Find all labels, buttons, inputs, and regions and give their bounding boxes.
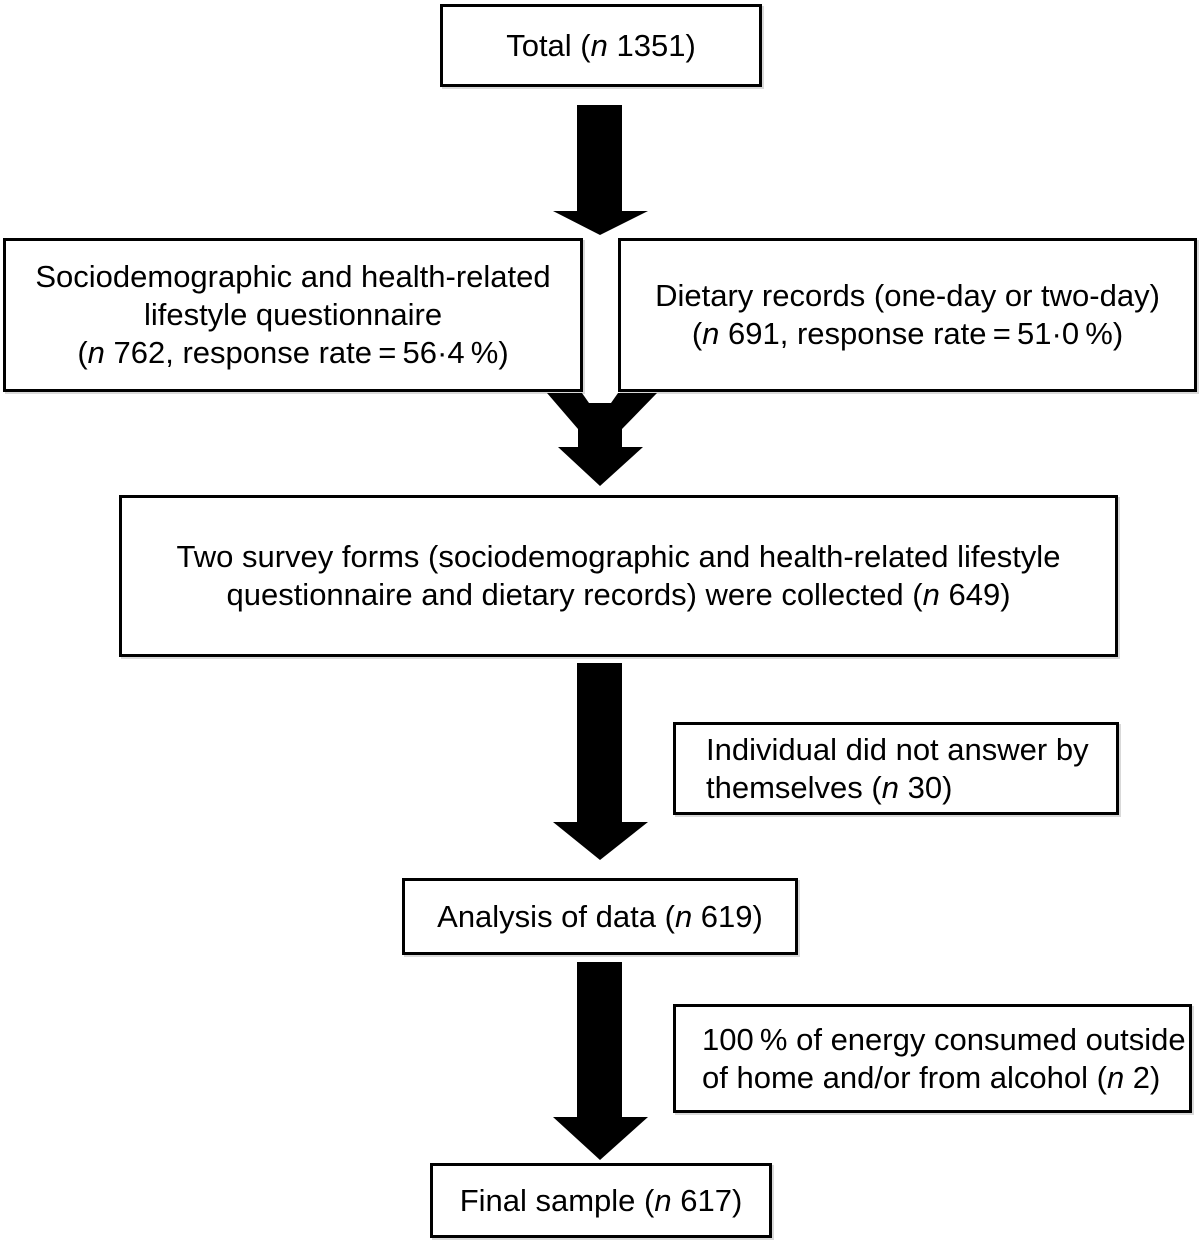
box-text-line: (n 762, response rate = 56·4 %) — [77, 335, 509, 370]
arrow-collected-to-analysis-icon — [553, 663, 648, 860]
arrow-analysis-to-final-icon — [553, 962, 648, 1160]
box-text-line: Two survey forms (sociodemographic and h… — [176, 539, 1061, 574]
arrow-merge-to-collected-icon — [547, 393, 657, 486]
box-text-line: Analysis of data (n 619) — [437, 898, 763, 934]
box-text-line: themselves (n 30) — [706, 769, 953, 805]
box-text-line: (n 691, response rate = 51·0 %) — [691, 316, 1124, 351]
box-text-line: questionnaire and dietary records) were … — [226, 577, 1011, 612]
box-text-line: Total (n 1351) — [506, 27, 696, 63]
box-collected: Two survey forms (sociodemographic and h… — [119, 495, 1118, 657]
box-total: Total (n 1351) — [440, 4, 762, 87]
box-analysis: Analysis of data (n 619) — [402, 878, 798, 955]
box-text-line: 100 % of energy consumed outside — [702, 1021, 1186, 1057]
box-dietary-records: Dietary records (one-day or two-day)(n 6… — [618, 238, 1197, 392]
arrow-total-to-surveys-icon — [553, 105, 648, 235]
box-text-line: Final sample (n 617) — [459, 1182, 743, 1218]
box-text-line: lifestyle questionnaire — [143, 297, 443, 332]
box-final-sample: Final sample (n 617) — [430, 1163, 772, 1238]
box-text-line: Dietary records (one-day or two-day) — [655, 278, 1160, 313]
box-text-line: Sociodemographic and health-related — [35, 259, 551, 294]
box-text-line: of home and/or from alcohol (n 2) — [702, 1059, 1161, 1095]
box-text-line: Individual did not answer by — [706, 731, 1089, 767]
